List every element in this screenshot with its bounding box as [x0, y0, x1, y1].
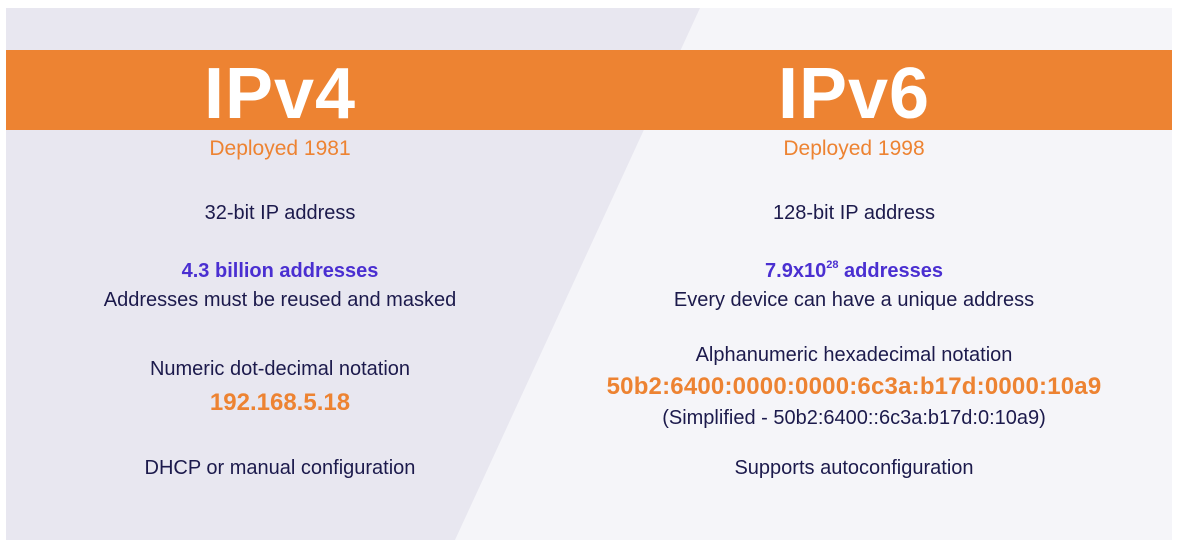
ipv6-deployed: Deployed 1998 — [783, 137, 925, 160]
ipv6-address-count-base: 7.9x10 — [765, 260, 827, 282]
header-banner — [6, 50, 1172, 130]
ipv6-address-count-exponent: 28 — [826, 259, 839, 271]
ipv6-example: 50b2:6400:0000:0000:6c3a:b17d:0000:10a9 — [606, 373, 1102, 400]
ipv6-bits: 128-bit IP address — [773, 202, 935, 224]
ipv4-title: IPv4 — [203, 54, 357, 134]
ipv6-title: IPv6 — [777, 54, 931, 134]
left-panel — [6, 8, 700, 540]
ipv4-bits: 32-bit IP address — [204, 202, 356, 224]
ipv4-address-count: 4.3 billion addresses — [181, 260, 379, 282]
ipv4-notation: Numeric dot-decimal notation — [149, 358, 411, 380]
ipv6-address-count: 7.9x1028 addresses — [574, 258, 1134, 284]
ipv4-configuration: DHCP or manual configuration — [144, 457, 416, 479]
ipv6-configuration: Supports autoconfiguration — [734, 457, 974, 479]
ipv4-address-note: Addresses must be reused and masked — [103, 289, 457, 311]
ipv4-example: 192.168.5.18 — [209, 389, 351, 416]
ipv6-example-simplified: (Simplified - 50b2:6400::6c3a:b17d:0:10a… — [662, 407, 1046, 429]
ipv6-address-note: Every device can have a unique address — [673, 289, 1035, 311]
ipv6-address-count-suffix: addresses — [838, 260, 943, 282]
ipv4-deployed: Deployed 1981 — [209, 137, 351, 160]
ipv6-notation: Alphanumeric hexadecimal notation — [695, 344, 1013, 366]
